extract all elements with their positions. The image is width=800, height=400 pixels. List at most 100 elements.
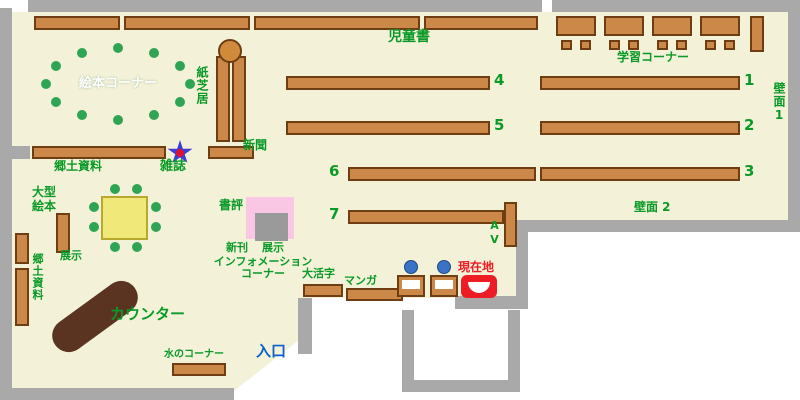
ellipse-chair-dot <box>175 61 185 71</box>
wall-hall-bottom <box>516 220 788 232</box>
ellipse-chair-dot <box>77 110 87 120</box>
study-desk <box>652 16 692 36</box>
water-corner-label: 水のコーナー <box>164 349 224 360</box>
shelf-row-3 <box>540 167 740 181</box>
wall-top-right <box>552 0 800 12</box>
left-wall-shelf <box>15 268 29 326</box>
wall-face-1-label: 壁面1 <box>772 82 786 123</box>
floor-lower-left <box>12 150 310 392</box>
wall-corridor-bottom <box>455 296 528 309</box>
shelf-number-2: 2 <box>744 116 755 134</box>
kamishibai-shelf <box>216 56 230 142</box>
local-materials-side-label: 郷土資料 <box>31 253 44 301</box>
shelf-row-5 <box>286 121 490 135</box>
entrance-label: 入口 <box>256 342 287 360</box>
ellipse-chair-dot <box>51 97 61 107</box>
counter-label: カウンター <box>110 305 186 323</box>
shelf-row-1 <box>540 76 740 90</box>
wall-corridor-right <box>516 232 528 296</box>
kamishibai-label: 紙芝居 <box>195 66 209 105</box>
stairwell-wall-right <box>508 310 520 392</box>
wall-bottom <box>0 388 234 400</box>
shelf-row-2 <box>540 121 740 135</box>
wall-top-left <box>28 0 542 12</box>
large-picture-book-shelf <box>56 213 70 253</box>
av-shelf <box>504 202 517 247</box>
local-materials-shelf <box>32 146 166 159</box>
manga-label: マンガ <box>344 274 377 287</box>
study-chair <box>628 40 639 50</box>
ellipse-chair-dot <box>185 79 195 89</box>
shelf-row-7 <box>348 210 504 224</box>
table-chair-dot <box>110 184 120 194</box>
table-chair-dot <box>151 202 161 212</box>
wall-left-stub <box>12 146 30 159</box>
study-chair <box>609 40 620 50</box>
opac-screen <box>435 280 453 289</box>
magazine-star-center <box>176 149 184 157</box>
wall-right <box>788 12 800 232</box>
exhibit-center-label: 展示 <box>262 241 284 254</box>
ellipse-chair-dot <box>149 110 159 120</box>
opac-chair-icon <box>437 260 451 274</box>
local-materials-label: 郷土資料 <box>54 159 103 173</box>
study-corner-label: 学習コーナー <box>617 50 690 64</box>
shelf-number-1: 1 <box>744 71 755 89</box>
table-chair-dot <box>151 222 161 232</box>
ellipse-chair-dot <box>175 97 185 107</box>
stairwell-wall-bottom <box>402 380 520 392</box>
study-chair <box>580 40 591 50</box>
wall-lower-divider <box>298 298 312 354</box>
water-corner-shelf <box>172 363 226 376</box>
left-wall-shelf <box>15 233 29 264</box>
ellipse-chair-dot <box>113 115 123 125</box>
shelf-number-3: 3 <box>744 162 755 180</box>
ellipse-chair-dot <box>77 48 87 58</box>
current-location-marker-inner <box>468 282 490 293</box>
top-shelf-3 <box>254 16 420 30</box>
information-label-1: インフォメーション <box>213 255 313 268</box>
study-desk <box>556 16 596 36</box>
top-shelf-1 <box>34 16 120 30</box>
ellipse-chair-dot <box>51 61 61 71</box>
newspaper-label: 新聞 <box>243 138 268 152</box>
new-books-label: 新刊 <box>226 241 248 254</box>
opac-chair-icon <box>404 260 418 274</box>
shelf-number-4: 4 <box>494 71 505 89</box>
shelf-number-7: 7 <box>329 205 340 223</box>
table-chair-dot <box>132 242 142 252</box>
shelf-row-4 <box>286 76 490 90</box>
book-review-label: 書評 <box>219 198 244 212</box>
kamishibai-shelf <box>232 56 246 142</box>
wall-left <box>0 8 12 392</box>
information-label-2: コーナー <box>241 267 285 280</box>
table-chair-dot <box>89 222 99 232</box>
reading-table <box>101 196 148 240</box>
current-location-label: 現在地 <box>458 260 495 274</box>
study-desk <box>604 16 644 36</box>
top-shelf-4 <box>424 16 538 30</box>
kids-books-label: 児童書 <box>388 29 430 45</box>
corner-shelf <box>750 16 764 52</box>
shelf-number-6: 6 <box>329 162 340 180</box>
wall-face-2-label: 壁面 2 <box>634 200 671 214</box>
study-chair <box>705 40 716 50</box>
stairwell-wall-left <box>402 310 414 392</box>
study-chair <box>561 40 572 50</box>
ellipse-chair-dot <box>149 48 159 58</box>
magazine-label: 雑誌 <box>160 159 187 174</box>
large-print-label: 大活字 <box>302 267 335 280</box>
large-picture-books-label-2: 絵本 <box>32 199 57 213</box>
study-chair <box>657 40 668 50</box>
table-chair-dot <box>132 184 142 194</box>
shelf-row-6 <box>348 167 536 181</box>
ellipse-chair-dot <box>41 79 51 89</box>
shelf-number-5: 5 <box>494 116 505 134</box>
large-picture-books-label-1: 大型 <box>32 185 57 199</box>
top-shelf-2 <box>124 16 250 30</box>
picture-book-corner-label: 絵本コーナー <box>78 76 157 91</box>
manga-shelf <box>346 288 403 301</box>
study-chair <box>676 40 687 50</box>
exhibit-left-label: 展示 <box>60 249 82 262</box>
